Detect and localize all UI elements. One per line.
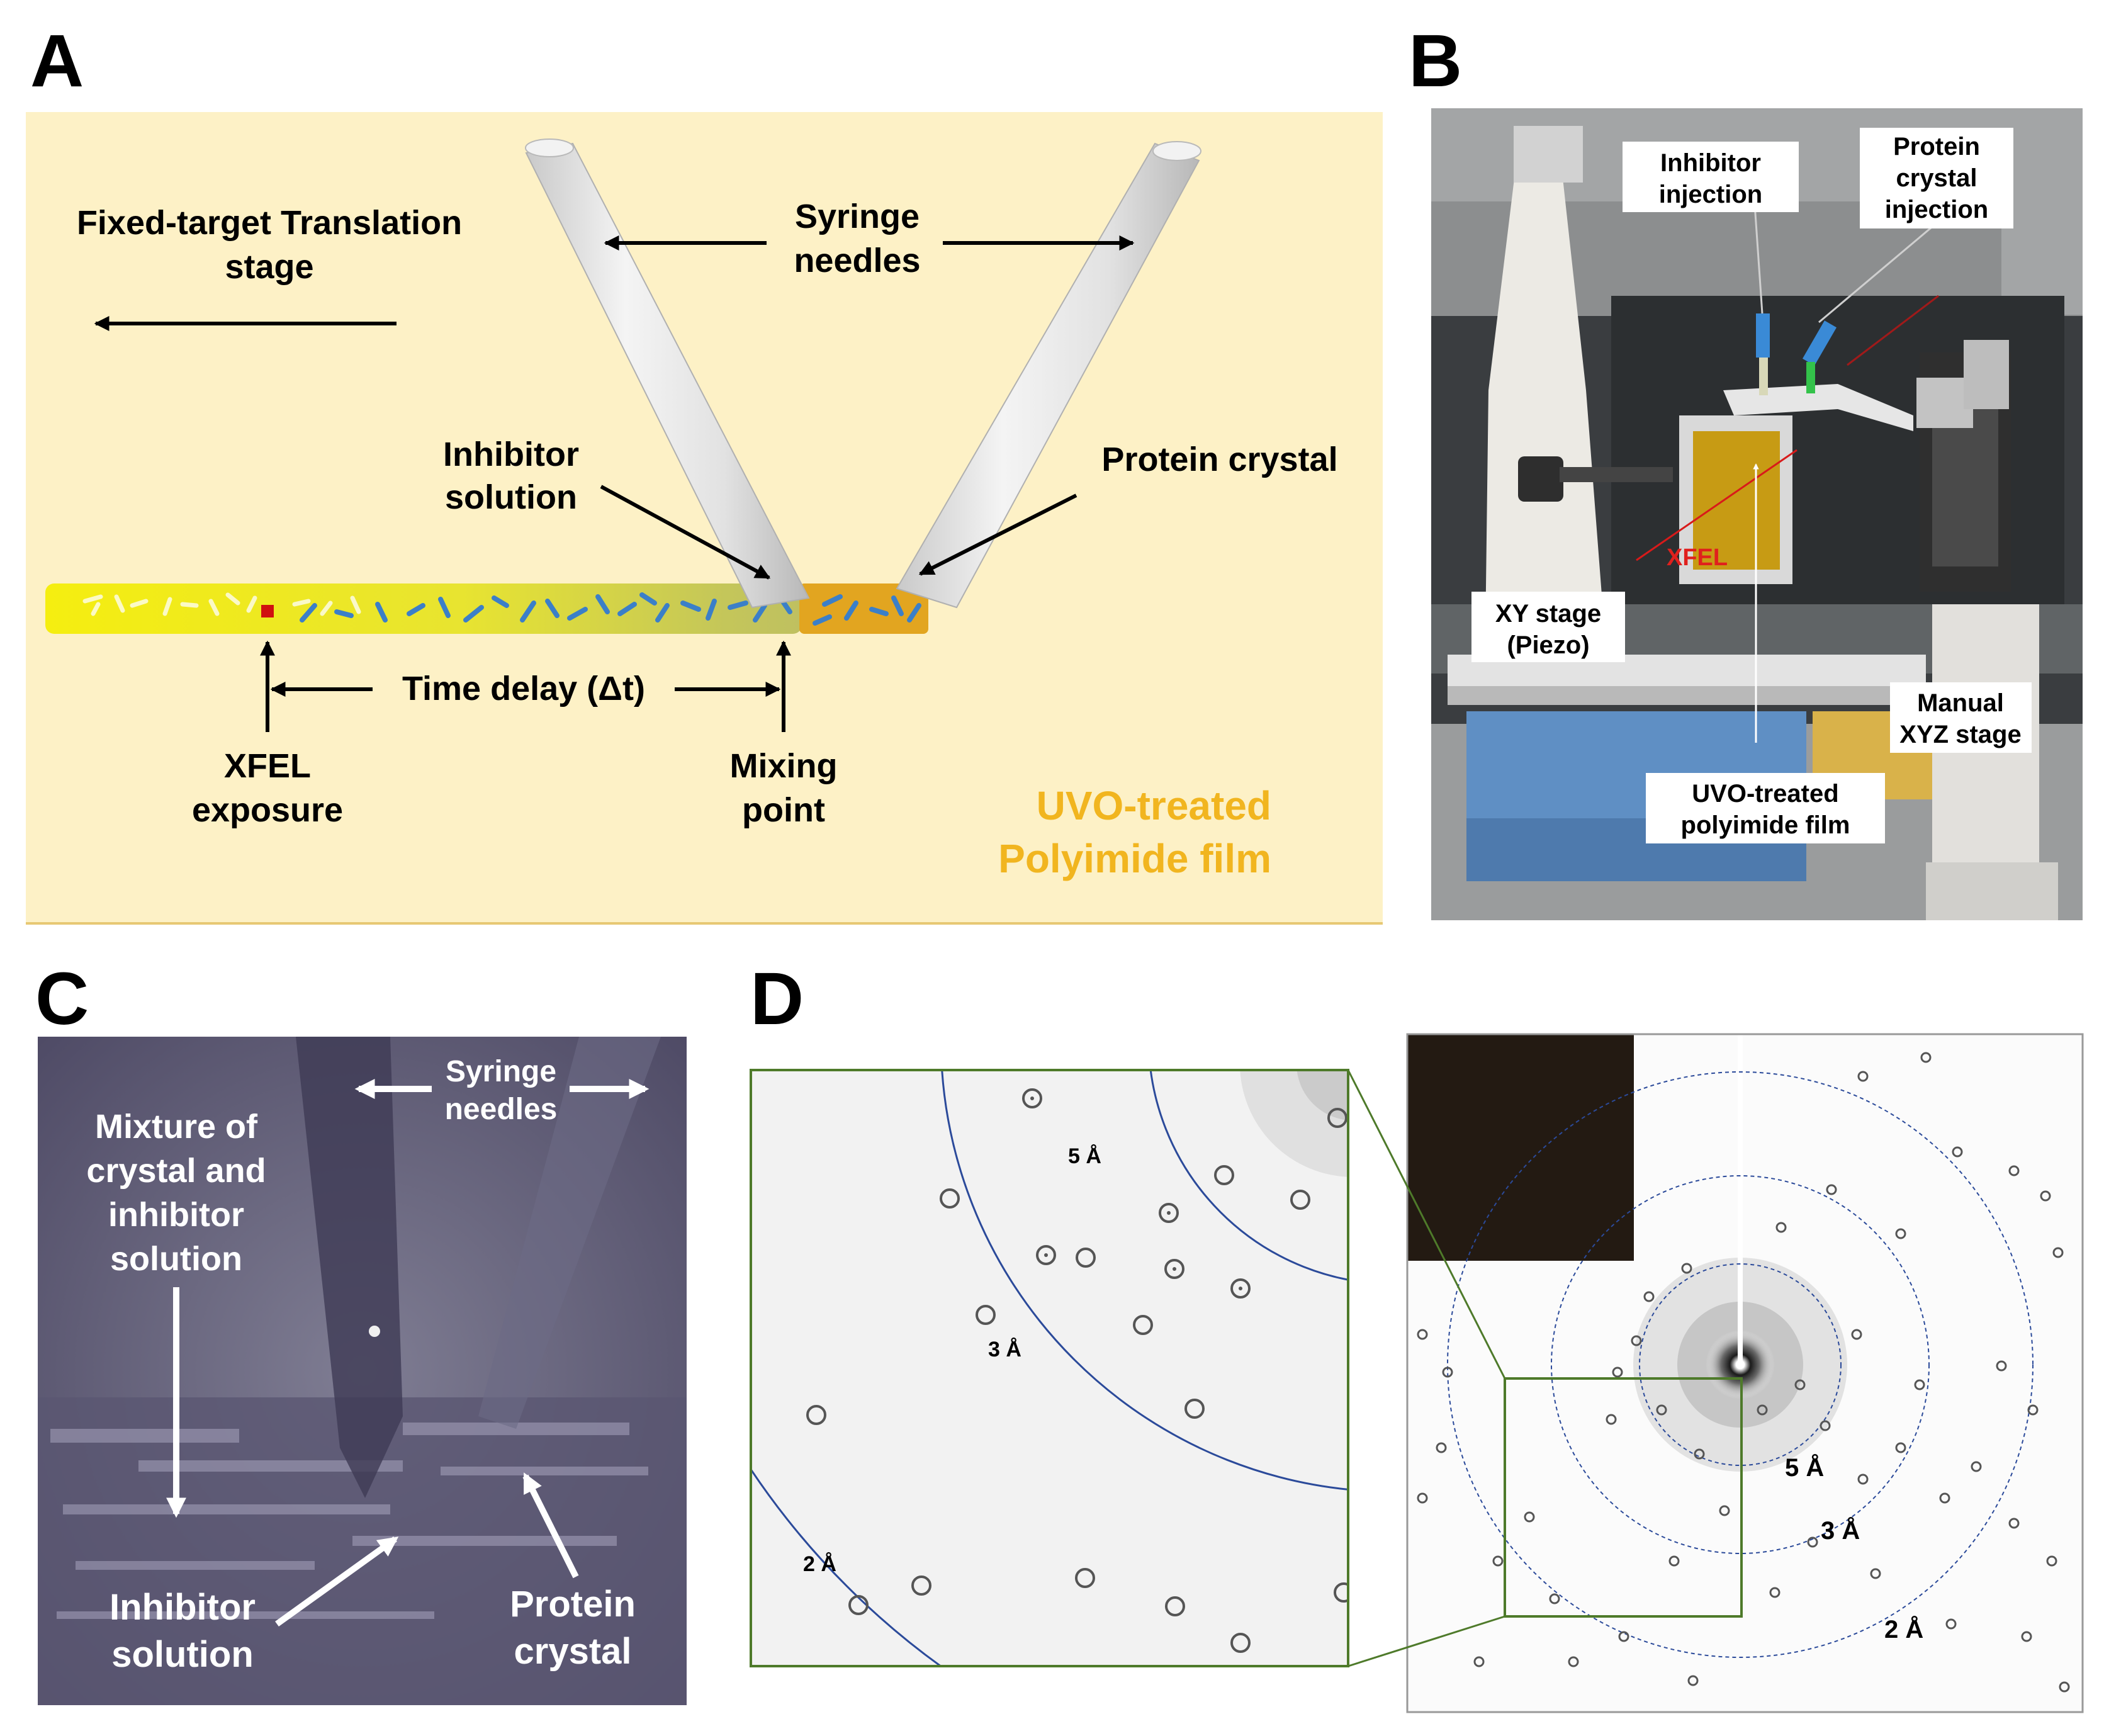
c-syringe-line1: Syringe (446, 1055, 556, 1088)
full-diffraction-image (1407, 1034, 2083, 1712)
protein-injection-line2: crystal (1896, 164, 1977, 192)
polyimide-film-strip (45, 583, 802, 634)
c-mixture-line3: inhibitor (108, 1196, 244, 1234)
inhibitor-injection-box (1623, 142, 1799, 212)
film-label-line1-b: UVO-treated (1692, 780, 1838, 808)
film-label-line1: UVO-treated (1037, 783, 1271, 828)
c-protein-arrow (522, 1472, 579, 1579)
zoom-bragg-spots (806, 1088, 1348, 1653)
panel-b-labels (1471, 128, 2032, 843)
mixing-label-line2: point (742, 791, 825, 829)
xy-stage-line1: XY stage (1495, 600, 1601, 628)
c-inhibitor-arrow (275, 1536, 399, 1627)
inhibitor-injection-line2: injection (1659, 181, 1762, 208)
manual-stage-line2: XYZ stage (1899, 721, 2021, 748)
zoom-ring-3-label: 3 Å (988, 1338, 1021, 1361)
panel-a: Fixed-target Translation stage Syringe n… (26, 112, 1383, 925)
syringe-label-line1: Syringe (795, 198, 920, 235)
film-label-line2-b: polyimide film (1681, 811, 1850, 839)
panel-a-background (26, 112, 1383, 924)
time-delay-label: Time delay (Δt) (402, 670, 645, 707)
panel-d: 5 Å 3 Å 2 Å (750, 1033, 2084, 1713)
panel-a-arrows (94, 235, 1135, 732)
panel-label-d: D (750, 957, 804, 1040)
protein-injection-box (1860, 128, 2013, 228)
c-mixture-line1: Mixture of (95, 1108, 258, 1146)
stage-label-line1: Fixed-target Translation (77, 204, 462, 242)
full-ring-2-label: 2 Å (1884, 1615, 1923, 1643)
stage-label-line2: stage (225, 248, 313, 286)
zoom-connector-bottom (1347, 1615, 1505, 1667)
mixing-photo (38, 1037, 687, 1705)
c-mixture-line4: solution (110, 1240, 242, 1278)
syringe-needle-left (525, 138, 810, 609)
full-image-frame (1406, 1033, 2084, 1713)
inhibitor-label-line1: Inhibitor (443, 436, 579, 473)
zoom-region-box (1504, 1377, 1743, 1618)
protein-crystal-arrow (918, 493, 1077, 576)
panel-label-c: C (35, 957, 89, 1040)
beamstop-shadow (1407, 1034, 1634, 1261)
xfel-label-line2: exposure (192, 791, 343, 829)
c-mixture-line2: crystal and (86, 1152, 266, 1190)
xfel-exposure-spot (261, 605, 274, 617)
full-bragg-spots (1417, 1052, 2070, 1693)
c-inhibitor-line2: solution (111, 1634, 254, 1675)
protein-injection-line1: Protein (1893, 133, 1980, 161)
xy-stage-box (1471, 592, 1625, 662)
protein-crystal-label: Protein crystal (1101, 441, 1337, 478)
zoom-inset-frame (750, 1069, 1349, 1667)
panel-b: Inhibitor injection Protein crystal inje… (1431, 108, 2083, 920)
xfel-beam-label: XFEL (1667, 544, 1728, 571)
inhibitor-injection-line1: Inhibitor (1660, 149, 1761, 177)
panel-label-b: B (1409, 20, 1463, 103)
protein-injection-line3: injection (1885, 196, 1988, 223)
zoom-ring-2-label: 2 Å (803, 1552, 836, 1576)
mixing-label-line1: Mixing (730, 747, 838, 785)
c-inhibitor-line1: Inhibitor (110, 1587, 256, 1628)
syringe-label-line2: needles (794, 242, 920, 279)
protein-crystal-deposit (799, 583, 928, 634)
panel-label-a: A (30, 20, 84, 103)
zoom-ring-5-label: 5 Å (1068, 1144, 1101, 1168)
c-syringe-line2: needles (445, 1093, 558, 1126)
full-ring-3-label: 3 Å (1821, 1516, 1860, 1545)
panel-c: Syringe needles Mixture of crystal and i… (38, 1037, 687, 1705)
syringe-needle-right (896, 141, 1201, 609)
zoom-connector-top (1347, 1069, 1506, 1379)
inhibitor-label-line2: solution (445, 478, 577, 516)
c-protein-line1: Protein (510, 1584, 636, 1625)
zoom-inset (751, 1070, 1348, 1666)
manual-stage-line1: Manual (1917, 689, 2004, 717)
film-label-box (1646, 773, 1885, 843)
c-protein-line2: crystal (514, 1631, 631, 1672)
xy-stage-line2: (Piezo) (1507, 631, 1589, 659)
manual-stage-box (1890, 682, 2032, 753)
full-ring-5-label: 5 Å (1785, 1453, 1824, 1482)
xfel-label-line1: XFEL (224, 747, 311, 785)
inhibitor-arrow (600, 485, 771, 580)
film-crystals (82, 592, 921, 626)
film-label-line2: Polyimide film (998, 836, 1271, 881)
